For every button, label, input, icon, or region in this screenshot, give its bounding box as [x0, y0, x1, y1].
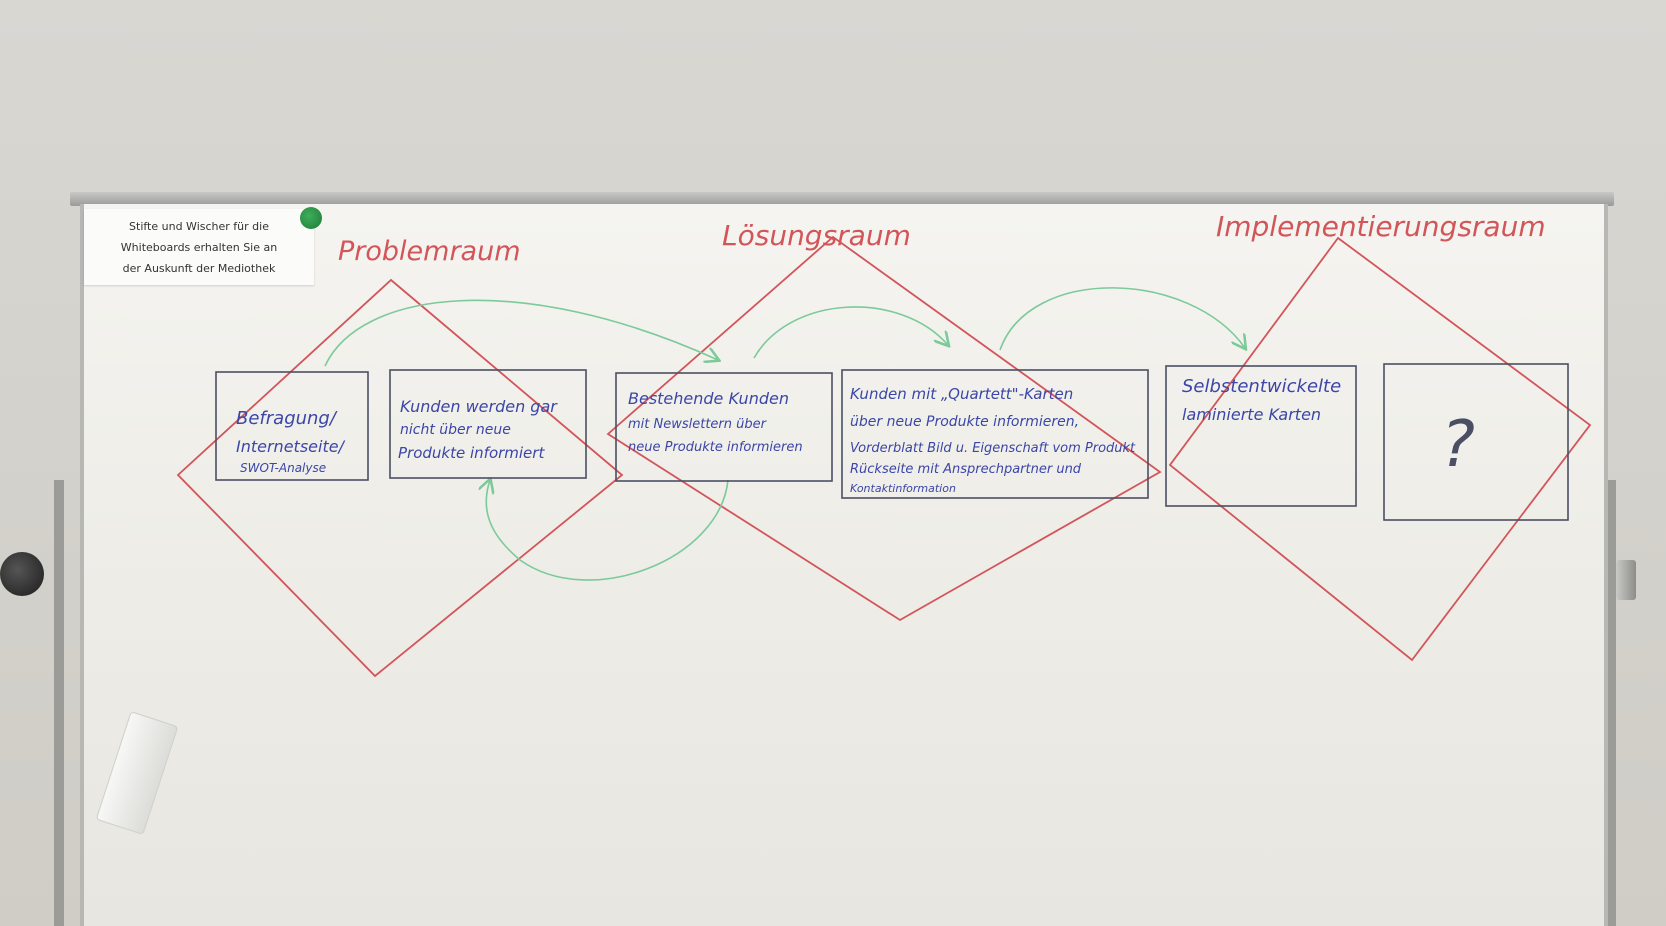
- stand-knob-icon: [0, 552, 44, 596]
- stand-clamp-icon: [1616, 560, 1636, 600]
- notice-line-3: der Auskunft der Mediothek: [122, 261, 276, 275]
- whiteboard: [80, 204, 1608, 926]
- green-magnet-icon: [300, 207, 322, 229]
- notice-sign: Stifte und Wischer für die Whiteboards e…: [84, 209, 314, 285]
- notice-line-2: Whiteboards erhalten Sie an: [120, 240, 278, 254]
- stand-left-pole: [54, 480, 64, 926]
- stand-right-pole: [1606, 480, 1616, 926]
- whiteboard-top-frame: [70, 192, 1614, 206]
- notice-line-1: Stifte und Wischer für die: [129, 219, 269, 233]
